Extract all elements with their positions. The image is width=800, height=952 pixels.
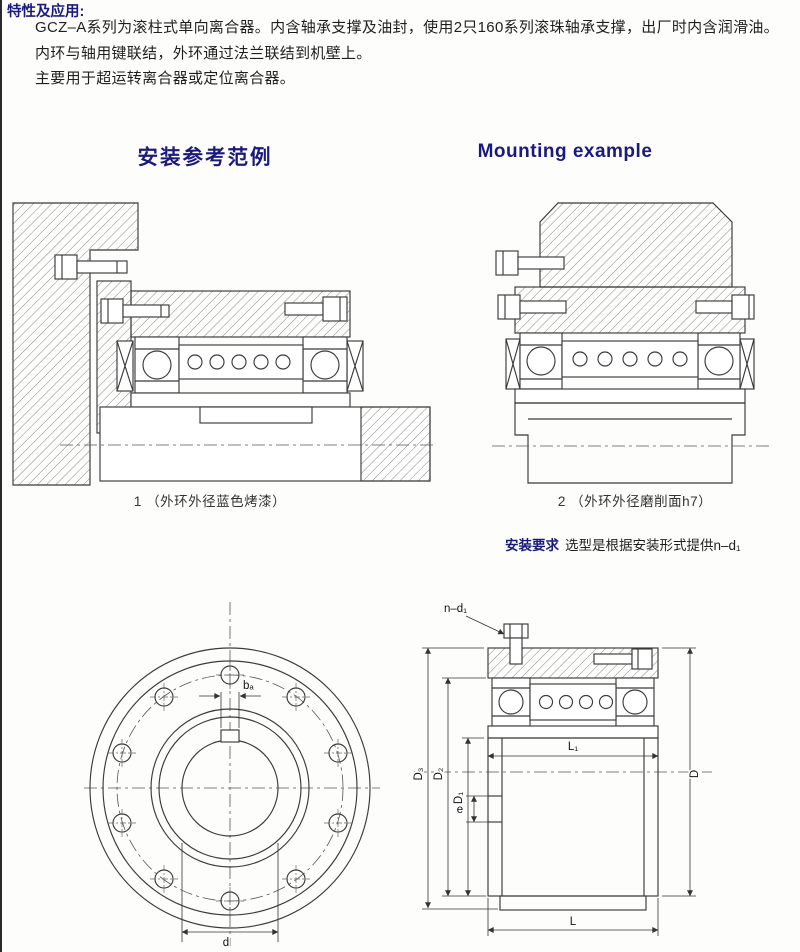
ball-bearing-left bbox=[491, 677, 531, 727]
bolt-hole bbox=[216, 887, 244, 915]
page-edge-line bbox=[0, 0, 2, 952]
dim-label-D: D bbox=[689, 770, 701, 778]
n-d1-callout: n–d₁ bbox=[443, 602, 505, 635]
cap-screw-right bbox=[695, 294, 755, 320]
cap-screw-right bbox=[284, 296, 348, 322]
cap-screw-top-left bbox=[495, 250, 565, 276]
L-dimension: L bbox=[487, 898, 659, 936]
dim-label-d: d bbox=[223, 937, 229, 949]
mounting-drawing-left bbox=[12, 202, 433, 486]
bore-diameter-dimension: d bbox=[181, 843, 279, 951]
section-title-en: Mounting example bbox=[477, 141, 653, 162]
cap-screw-right bbox=[593, 648, 653, 670]
dim-label-D2: D₂ bbox=[433, 768, 445, 781]
oil-seal-right bbox=[739, 338, 755, 390]
outer-diameter-circle bbox=[89, 647, 371, 929]
dim-label-n-d1: n–d₁ bbox=[444, 603, 467, 615]
housing-outline bbox=[514, 402, 746, 484]
D-dimension: D bbox=[662, 647, 703, 897]
bolt-hole bbox=[216, 661, 244, 689]
D1-dimension: D₁ bbox=[452, 737, 484, 897]
bolt-hole bbox=[282, 865, 310, 893]
bolt-hole bbox=[324, 739, 352, 767]
D2-dimension: D₂ bbox=[432, 677, 486, 897]
keyway-width-dimension: bₐ bbox=[199, 679, 261, 728]
front-view-drawing: bₐ d bbox=[84, 602, 380, 951]
dim-label-L1: L₁ bbox=[568, 741, 578, 753]
side-view-drawing: n–d₁ L₁ L D₃ D₂ D₁ bbox=[412, 602, 712, 936]
key bbox=[199, 406, 313, 424]
roller-cage bbox=[561, 340, 699, 378]
intro-line-2: 内环与轴用键联结，外环通过法兰联结到机壁上。 bbox=[35, 44, 372, 62]
ball-bearing-right bbox=[615, 677, 655, 727]
D3-dimension: D₃ bbox=[412, 647, 498, 910]
dim-label-D1: D₁ bbox=[453, 792, 465, 804]
mounting-note: 安装要求选型是根据安装形式提供n–d₁ bbox=[505, 534, 741, 554]
machine-wall bbox=[12, 202, 139, 486]
caption-left: 1 （外环外径蓝色烤漆） bbox=[133, 494, 287, 509]
ball-bearing-right bbox=[697, 332, 741, 390]
ring-outer-circle bbox=[150, 708, 310, 868]
L1-dimension: L₁ bbox=[487, 740, 659, 759]
section-title-zh: 安装参考范例 bbox=[137, 146, 273, 169]
intro-line-1: GCZ–A系列为滚柱式单向离合器。内含轴承支撑及油封，使用2只160系列滚珠轴承… bbox=[35, 19, 779, 36]
ring-inner-circle bbox=[158, 716, 302, 860]
inner-ring bbox=[487, 725, 659, 739]
cap-screw-left bbox=[497, 294, 567, 320]
ball-bearing-left bbox=[134, 336, 180, 394]
e-dimension: e bbox=[455, 795, 488, 823]
cap-screw-flange bbox=[100, 298, 170, 324]
dim-label-e: e bbox=[457, 804, 463, 816]
machine-block bbox=[539, 202, 733, 288]
oil-seal-right bbox=[346, 340, 364, 392]
shaft-section-hatch bbox=[360, 406, 431, 482]
ball-bearing-left bbox=[519, 332, 563, 390]
dim-label-D3: D₃ bbox=[413, 767, 425, 780]
roller-cage bbox=[178, 344, 304, 380]
mounting-note-label: 安装要求 bbox=[505, 538, 559, 553]
caption-right: 2 （外环外径磨削面h7） bbox=[557, 494, 713, 509]
intro-line-3: 主要用于超运转离合器或定位离合器。 bbox=[35, 70, 296, 87]
mounting-drawing-right bbox=[492, 202, 770, 484]
keyway bbox=[220, 729, 240, 743]
cap-screw-wall bbox=[54, 254, 128, 280]
ball-bearing-right bbox=[302, 336, 348, 394]
bolt-hole bbox=[108, 739, 136, 767]
bolt-hole bbox=[282, 683, 310, 711]
body-outline bbox=[487, 737, 659, 911]
bolt-hole bbox=[150, 865, 178, 893]
inner-ring bbox=[514, 388, 746, 404]
intro-paragraphs: GCZ–A系列为滚柱式单向离合器。内含轴承支撑及油封，使用2只160系列滚珠轴承… bbox=[35, 15, 795, 92]
inner-ring bbox=[130, 392, 351, 408]
dim-label-L: L bbox=[570, 916, 577, 928]
page-title: 特性及应用: bbox=[7, 4, 85, 20]
oil-seal-left bbox=[116, 340, 134, 392]
oil-seal-left bbox=[505, 338, 521, 390]
bolt-hole bbox=[324, 809, 352, 837]
mounting-note-text: 选型是根据安装形式提供n–d₁ bbox=[565, 538, 741, 553]
bolt-hole bbox=[150, 683, 178, 711]
bolt-hole bbox=[108, 809, 136, 837]
dim-label-ba: bₐ bbox=[243, 680, 254, 692]
roller-cage bbox=[529, 683, 617, 721]
